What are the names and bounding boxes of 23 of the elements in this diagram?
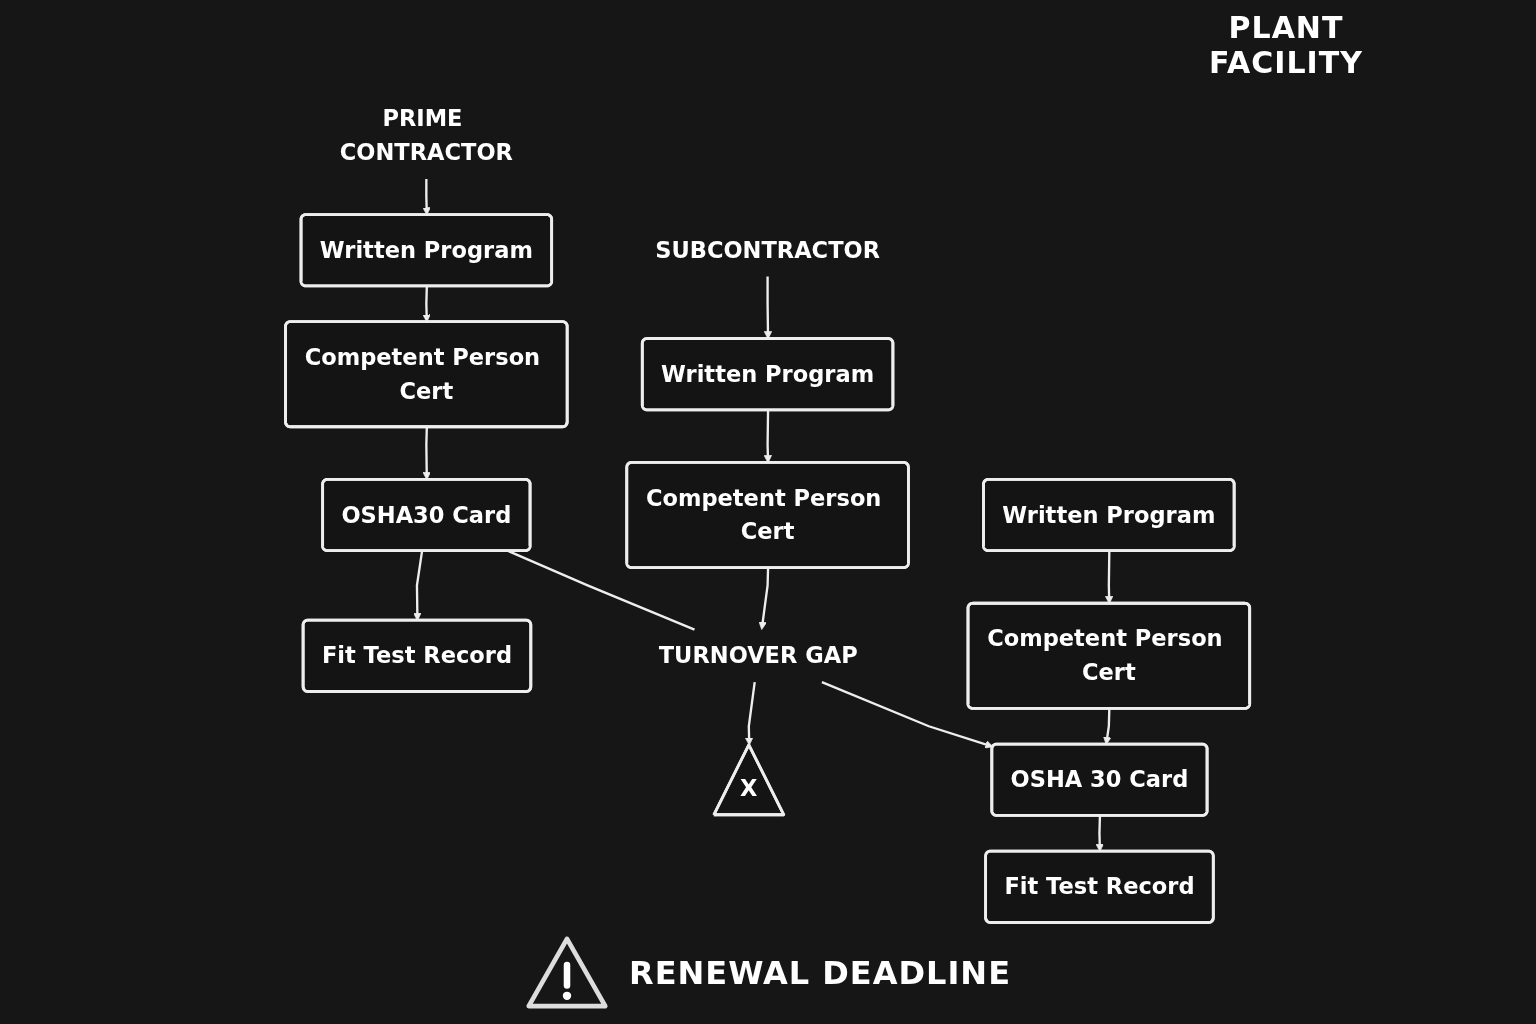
process-box: OSHA30 Card	[321, 477, 532, 553]
column-heading: PLANT FACILITY	[1208, 10, 1364, 80]
process-box: Written Program	[982, 477, 1236, 553]
arrow	[759, 568, 770, 630]
process-box: OSHA 30 Card	[990, 742, 1209, 817]
arrow	[1096, 815, 1105, 852]
process-box: Competent Person Cert	[625, 461, 911, 569]
warning-text: RENEWAL DEADLINE	[629, 953, 1011, 992]
process-box: Fit Test Record	[302, 618, 533, 693]
connector-line	[508, 550, 696, 631]
process-box: Written Program	[641, 337, 895, 412]
gap-label: TURNOVER GAP	[659, 642, 859, 669]
arrow	[413, 551, 424, 621]
arrow	[821, 681, 994, 749]
column-heading: SUBCONTRACTOR	[655, 237, 881, 264]
column-heading: PRIME CONTRACTOR	[340, 105, 514, 166]
arrow	[745, 681, 757, 746]
arrow	[1103, 708, 1112, 745]
process-box: Competent Person Cert	[284, 320, 569, 429]
process-box: Competent Person Cert	[967, 601, 1252, 710]
process-box: Fit Test Record	[984, 849, 1216, 924]
hazard-triangle: X	[712, 743, 786, 817]
process-box: Written Program	[300, 213, 554, 288]
